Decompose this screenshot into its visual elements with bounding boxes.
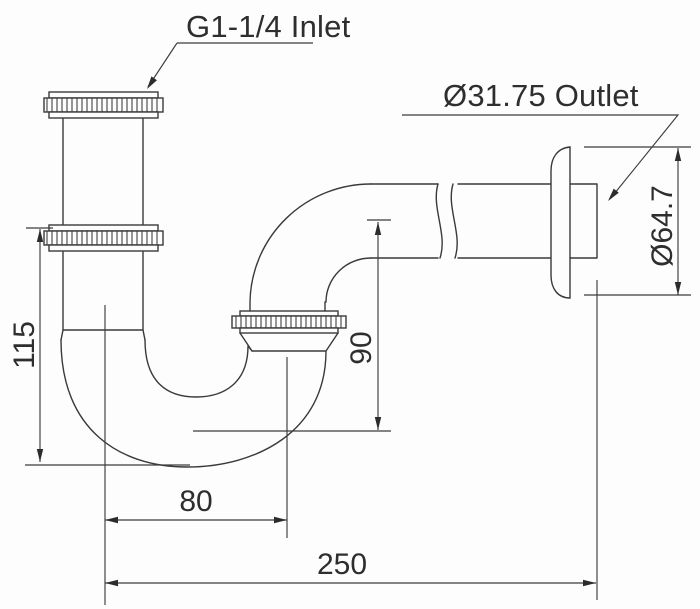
dimension-overall-length <box>105 280 598 600</box>
leader-arrowhead <box>147 76 157 89</box>
annotation-text: G1-1/4 Inlet Ø31.75 Outlet 115 90 80 250… <box>8 9 679 581</box>
outlet-label: Ø31.75 Outlet <box>443 78 639 113</box>
dim-text-trap-centre-width: 80 <box>179 485 212 518</box>
dim-text-outlet-centre-height: 90 <box>345 331 378 364</box>
riser-nut <box>231 310 347 334</box>
dimension-trap-centre-width <box>104 305 288 605</box>
outlet-pipe <box>370 183 552 259</box>
knurl-texture <box>46 231 158 245</box>
dimension-outlet-centre-height <box>193 219 391 432</box>
dimension-trap-height <box>25 227 190 466</box>
pipe-break-symbol <box>435 183 458 259</box>
riser-collar <box>239 332 339 352</box>
leader-inlet <box>147 42 313 89</box>
elbow <box>249 183 372 312</box>
leader-arrowhead <box>608 188 619 201</box>
inlet-socket <box>60 329 146 341</box>
dim-text-flange-diameter: Ø64.7 <box>646 185 679 267</box>
wall-flange <box>550 146 571 299</box>
part-geometry <box>43 91 598 468</box>
dim-text-overall-length: 250 <box>317 548 367 581</box>
inlet-nut-middle <box>43 224 164 252</box>
inlet-pipe <box>62 117 144 331</box>
inlet-nut-top <box>43 91 164 119</box>
dimension-annotations <box>25 42 691 605</box>
inlet-label: G1-1/4 Inlet <box>186 9 351 44</box>
dim-text-trap-height: 115 <box>8 321 41 369</box>
outlet-stub <box>569 183 598 259</box>
trap-u-bend <box>60 339 327 468</box>
knurl-texture <box>235 316 342 328</box>
knurl-texture <box>46 98 158 112</box>
leader-outlet <box>402 114 680 201</box>
dimension-flange-diameter <box>584 146 691 296</box>
